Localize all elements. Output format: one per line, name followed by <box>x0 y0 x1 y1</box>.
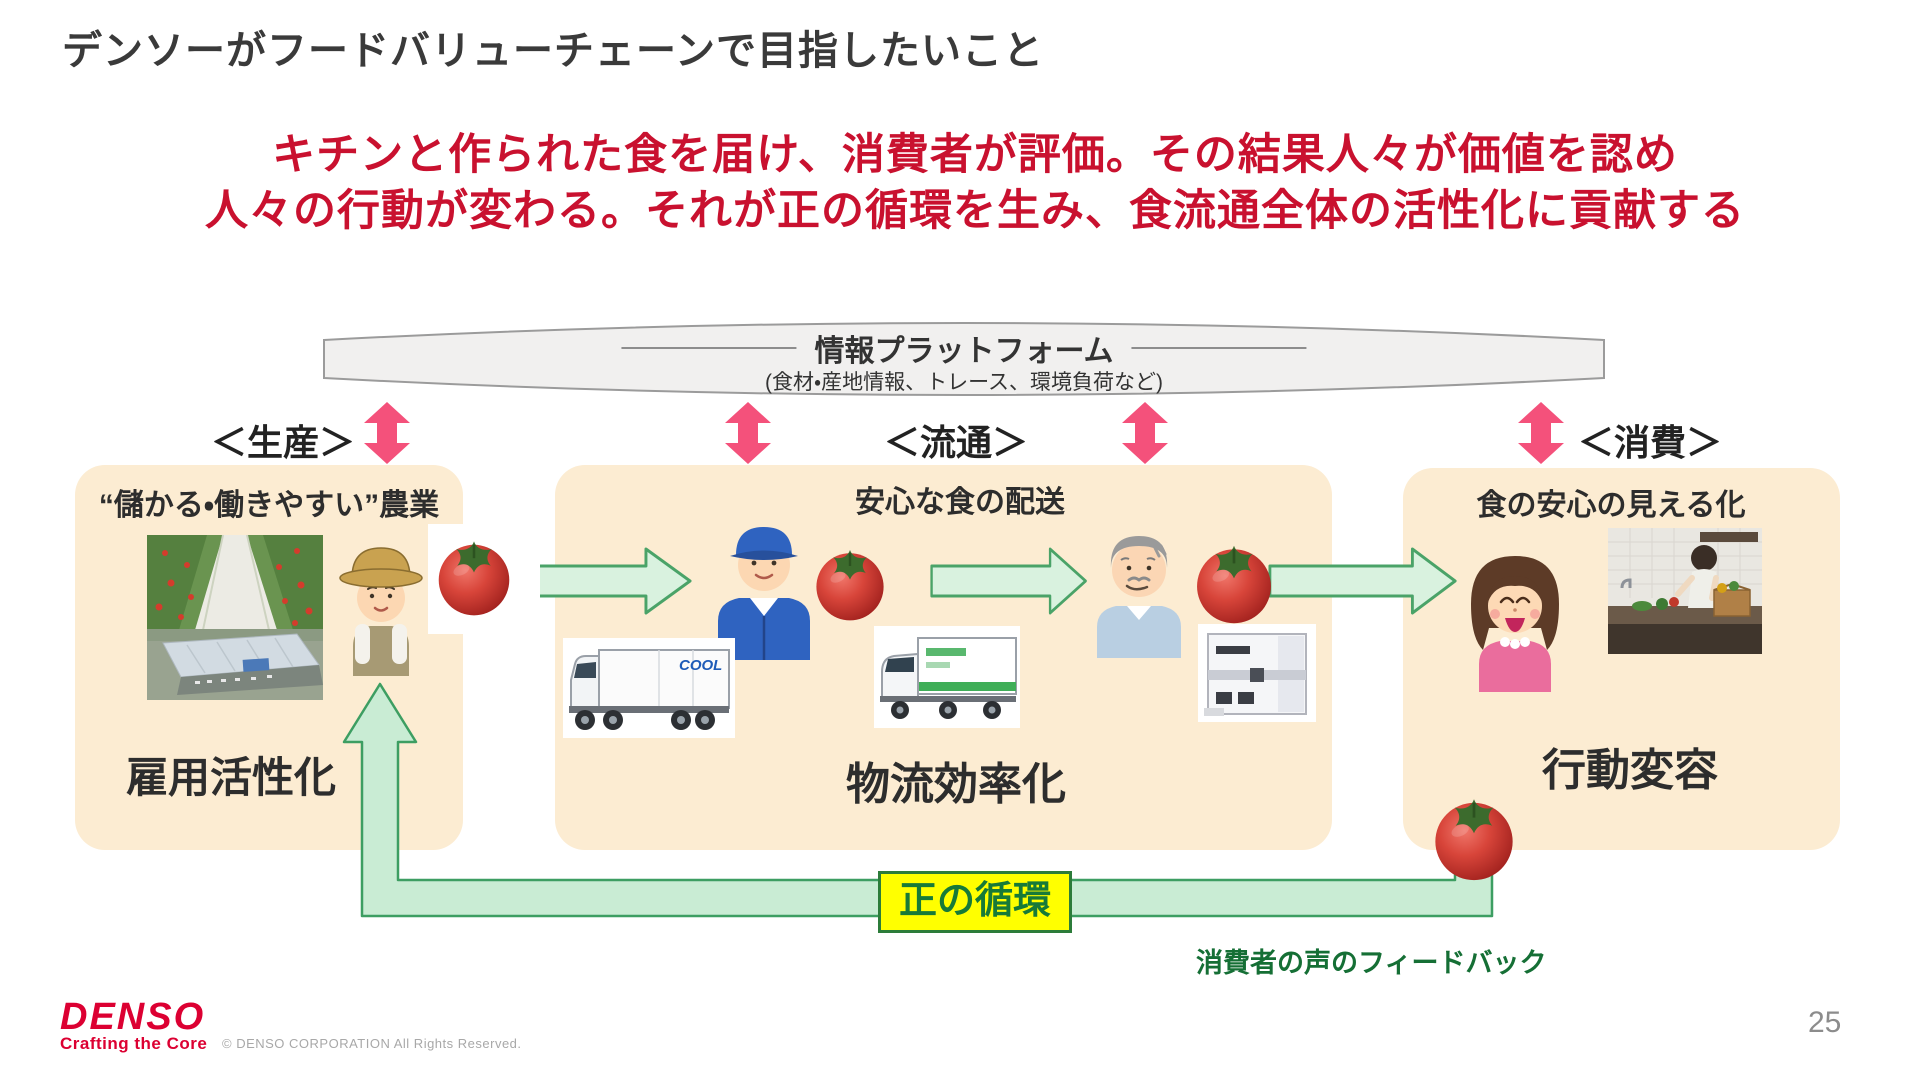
positive-cycle-badge: 正の循環 <box>878 871 1073 933</box>
page-title: デンソーがフードバリューチェーンで目指したいこと <box>62 29 1044 73</box>
page-number: 25 <box>1808 1006 1842 1039</box>
key-message-line1: キチンと作られた食を届け、消費者が評価。その結果人々が価値を認め <box>272 131 1678 179</box>
refrigerated-truck-photo: COOL <box>563 638 735 738</box>
denso-logo: DENSO <box>60 996 206 1038</box>
greenhouse-aerial-photo <box>147 629 323 700</box>
double-arrow-icon <box>723 402 773 464</box>
production-box-title: “儲かる・働きやすい”農業 <box>98 489 440 522</box>
delivery-worker-illustration <box>718 527 810 660</box>
tomato-icon <box>1428 790 1520 882</box>
platform-header: 情報プラットフォーム <box>621 326 1307 370</box>
stage-label-consumption: ＜消費＞ <box>1577 422 1723 463</box>
double-arrow-icon <box>1516 402 1566 464</box>
feedback-caption: 消費者の声のフィードバック <box>1196 948 1547 978</box>
denso-tagline: Crafting the Core <box>60 1034 208 1053</box>
tomato-icon <box>810 541 890 623</box>
refrigeration-unit-photo <box>1198 624 1316 722</box>
consumption-outcome: 行動変容 <box>1542 746 1718 795</box>
consumption-box-title: 食の安心の見える化 <box>1476 489 1746 522</box>
flow-arrow-within-distribution <box>930 546 1088 616</box>
flow-arrow-distribution-to-consumption <box>1268 546 1458 616</box>
production-outcome: 雇用活性化 <box>125 754 337 801</box>
double-arrow-icon <box>1120 402 1170 464</box>
farmer-illustration <box>339 547 423 676</box>
tomato-icon <box>1190 537 1278 625</box>
tomato-icon <box>432 532 516 618</box>
greenhouse-interior-photo <box>147 535 323 630</box>
happy-consumer-illustration <box>1471 556 1559 692</box>
stage-label-production: ＜生産＞ <box>210 422 356 463</box>
kitchen-photo <box>1608 528 1762 654</box>
copyright-text: © DENSO CORPORATION All Rights Reserved. <box>222 1036 522 1051</box>
small-delivery-truck-photo <box>874 626 1020 728</box>
platform-rule-left <box>621 347 797 349</box>
distribution-box-title: 安心な食の配送 <box>855 486 1065 519</box>
elderly-man-illustration <box>1097 536 1181 658</box>
stage-label-distribution: ＜流通＞ <box>883 422 1029 463</box>
truck-cool-label: COOL <box>679 657 722 674</box>
platform-subtitle: (食材・産地情報、トレース、環境負荷など) <box>764 371 1164 394</box>
platform-cylinder-shape <box>323 322 1605 396</box>
platform-rule-right <box>1131 347 1307 349</box>
double-arrow-icon <box>362 402 412 464</box>
distribution-outcome: 物流効率化 <box>846 760 1066 809</box>
platform-title: 情報プラットフォーム <box>814 335 1114 368</box>
key-message-line2: 人々の行動が変わる。それが正の循環を生み、食流通全体の活性化に貢献する <box>205 187 1745 235</box>
